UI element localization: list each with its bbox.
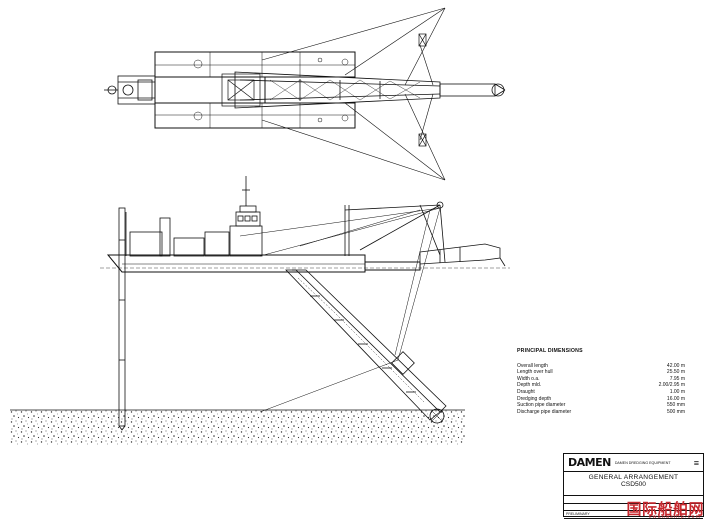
dimension-value: 1.00 m [669,388,685,395]
title-block: DAMEN DAMEN DREDGING EQUIPMENT ≡ GENERAL… [563,453,704,519]
discharge-pipe [419,243,506,267]
watermark-url: e w a n a s h i p . c o m [648,514,700,520]
dimension-row: Draught 1.00 m [517,389,685,396]
deck-house-plan [221,73,261,107]
hull-center [154,76,266,104]
dimension-value: 25.50 m [666,369,685,376]
principal-dimensions-title: PRINCIPAL DIMENSIONS [517,348,583,354]
dimension-row: Dredging depth 16.00 m [517,396,685,403]
damen-mark-icon: ≡ [693,457,699,468]
cutter-ladder-side [285,269,447,424]
dimension-label: Overall length [517,362,548,369]
anchor-icon [418,33,427,147]
dimension-label: Depth mld. [517,382,542,389]
company-name: DAMEN DREDGING EQUIPMENT [614,460,671,465]
dimension-value: 500 mm [666,408,685,415]
dimension-row: Depth mld. 2.00/2.95 m [517,382,685,389]
dimension-row: Overall length 42.00 m [517,363,685,370]
dimension-value: 550 mm [666,402,685,409]
spud-carrier [104,75,156,105]
superstructure-side [125,176,263,257]
cutter-ladder-plan [234,71,506,109]
dimension-label: Width o.a. [517,375,540,382]
anchor-wires [261,7,446,181]
damen-logo: DAMEN [568,456,611,469]
hull-side [106,254,421,273]
dimension-row: Discharge pipe diameter 500 mm [517,409,685,416]
dimension-row: Width o.a. 7.95 m [517,376,685,383]
title-block-row: PRELIMINARY [564,511,703,519]
drawing-title: GENERAL ARRANGEMENT [588,474,679,481]
title-block-row [564,496,703,504]
dimension-label: Draught [517,388,535,395]
hoisting-wires [239,207,441,413]
spud-pole [118,207,126,431]
watermark-text: 国际船舶网 [626,500,704,518]
title-block-header: DAMEN DAMEN DREDGING EQUIPMENT ≡ [564,454,703,472]
plan-view [104,7,506,181]
drawing-status: PRELIMINARY [566,512,590,517]
dimension-label: Dredging depth [517,395,552,402]
dimension-label: Suction pipe diameter [517,402,566,409]
dimension-row: Suction pipe diameter 550 mm [517,402,685,409]
drawing-model: CSD500 [621,481,646,488]
title-block-row [564,504,703,512]
cutter-head [429,408,445,424]
seabed [10,410,465,445]
principal-dimensions-table: PRINCIPAL DIMENSIONS Overall length 42.0… [517,348,685,415]
dimension-row: Length over hull 25.50 m [517,369,685,376]
title-block-rows: PRELIMINARY [564,495,703,519]
dimension-label: Discharge pipe diameter [517,408,572,415]
dimension-value: 2.00/2.95 m [658,382,685,389]
gantry [344,201,446,263]
dimension-value: 7.95 m [669,375,685,382]
side-view [10,176,510,445]
dimension-label: Length over hull [517,369,553,376]
dimension-value: 42.00 m [666,362,685,369]
dimension-value: 16.00 m [666,395,685,402]
